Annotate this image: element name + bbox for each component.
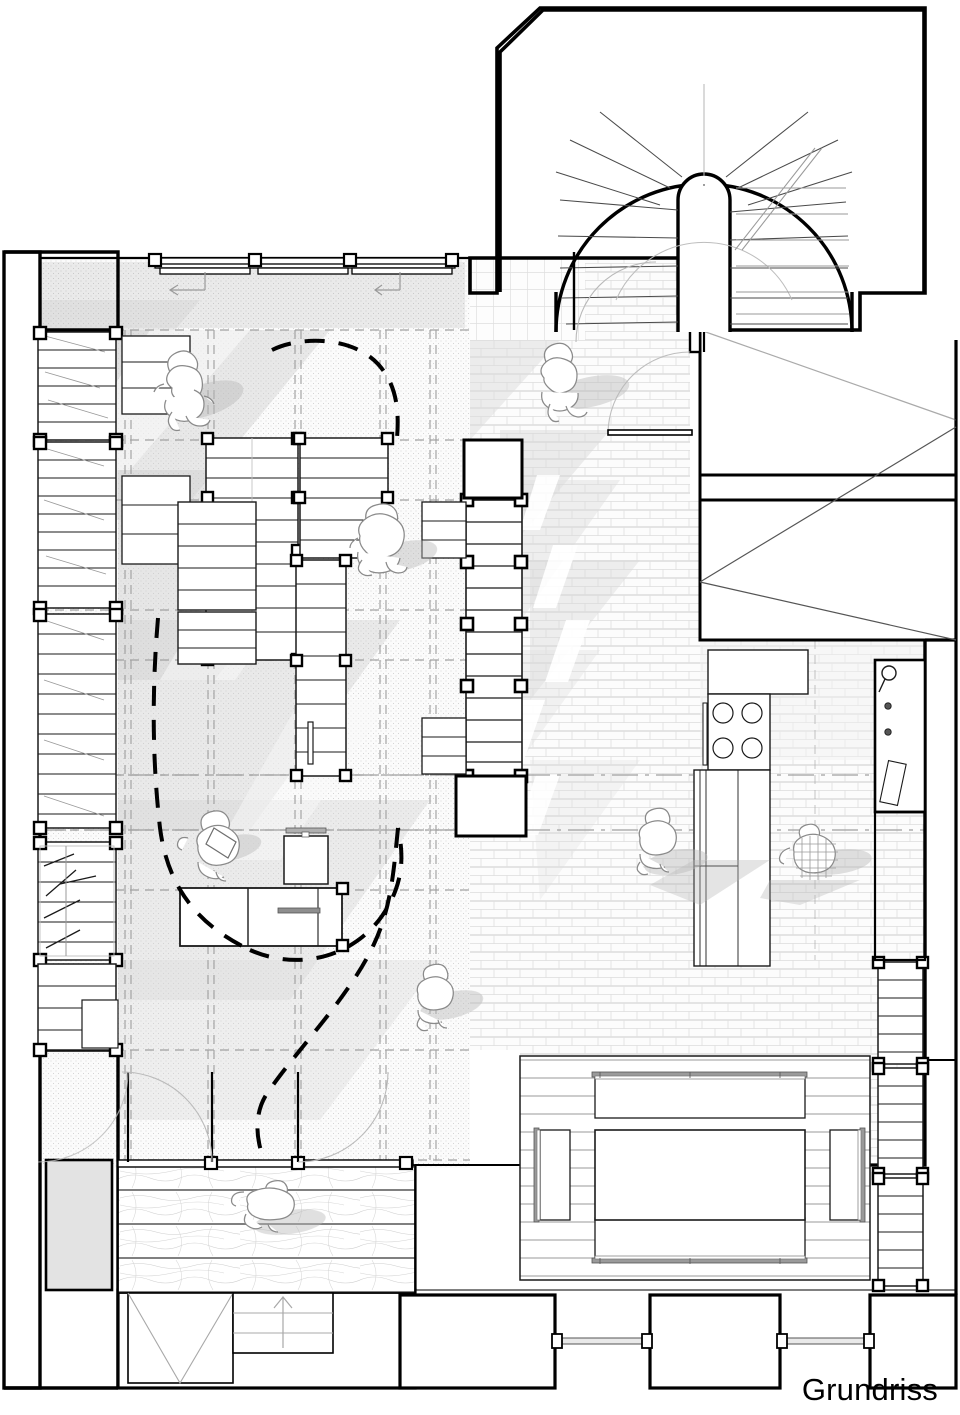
figure-walking-upper-right [540,342,588,423]
sink-knobs [884,702,892,736]
dining-table [594,1129,806,1221]
shelf-run-left-1 [32,325,124,448]
figure-reclining-deck [230,1180,295,1233]
deck-step-block [127,1292,334,1385]
shelf-end-block-bottom [454,774,528,838]
figure-seated-kitchen [636,807,677,876]
ramp-soffit-lines [699,329,957,641]
shelf-run-center-c [177,501,257,611]
figure-basket-kitchen [778,823,838,880]
figure-walking-upper-left [153,350,215,432]
shelf-run-left-3 [32,607,124,836]
shelf-run-right-3 [871,1171,930,1293]
shelf-run-left-4 [32,835,124,968]
kitchen-island [693,769,771,967]
shelf-stub-left-5 [81,999,119,1049]
swing-door-group-lower-left [126,1072,300,1162]
door-swing-arc [37,1071,389,1163]
figure-seated-center [349,503,408,577]
door-direction-arrow [168,272,401,296]
dining-deck [519,1055,871,1281]
bench-bottom [591,1217,808,1264]
figure-child-center [416,963,454,1032]
deck-up-arrow [273,1296,293,1348]
shelf-side-panel-left-4 [39,845,115,957]
bench-right [829,1127,866,1223]
shelf-end-block-top [462,438,524,500]
shelf-angled-book-marks [43,853,97,949]
shelf-run-center-e [289,553,353,783]
dashed-circulation-path [151,338,404,1155]
overhead-cabinet [707,649,809,695]
stair-treads-straight [736,187,849,315]
furniture-cast-shadows [650,860,860,905]
reading-desk-group [179,827,350,953]
shelf-stub-center-f-lower [421,717,467,775]
shelf-run-center-d [177,611,257,665]
sliding-door-group-top[interactable] [147,252,460,296]
kitchen-counter [693,649,927,967]
sink-faucet [878,665,897,693]
human-figures [153,342,872,1235]
door-leaf-right-hall [607,429,693,436]
bench-left [533,1127,571,1223]
shelf-stub-center-f-upper [421,501,467,559]
bench-top [591,1071,808,1119]
figure-reading-desk [176,810,240,882]
shelf-run-right-1 [871,955,930,1071]
window-group-bottom [551,1333,875,1349]
shelf-run-left-2 [32,435,124,616]
drawing-caption: Grundriss [801,1372,938,1407]
cooktop-burners [712,702,763,759]
shelf-run-center-f [459,492,529,784]
shelf-run-right-2 [871,1061,930,1181]
